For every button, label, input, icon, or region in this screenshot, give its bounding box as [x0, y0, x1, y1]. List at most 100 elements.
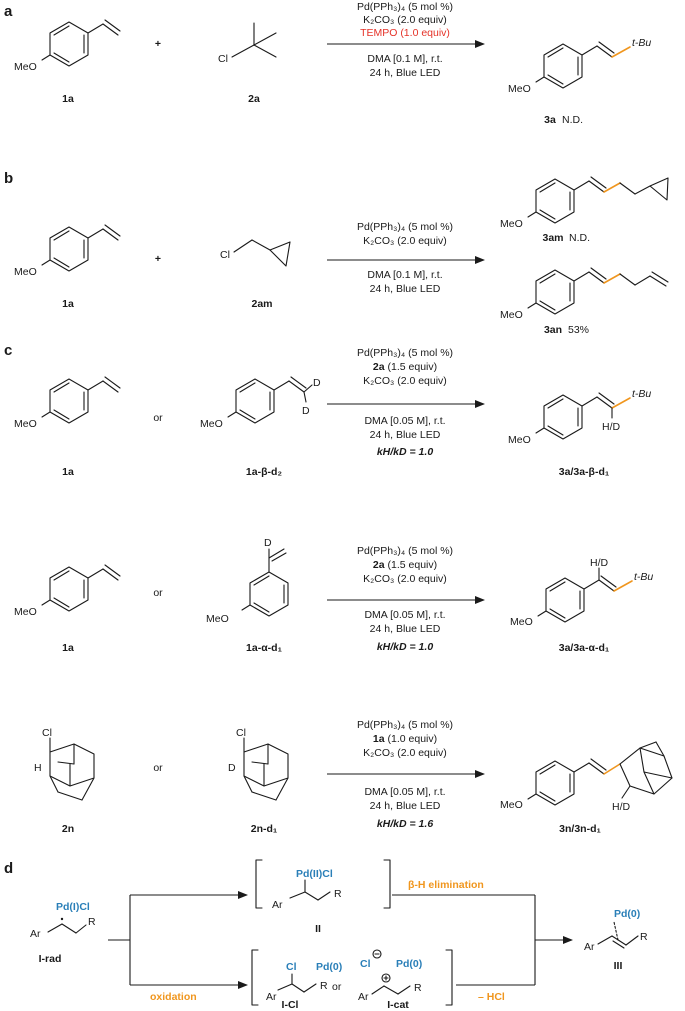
section-label-a: a — [4, 3, 13, 20]
kie-value: kH/kD = 1.6 — [377, 818, 433, 830]
molecule-1a — [41, 224, 121, 272]
compound-label-3am: 3am — [542, 232, 563, 244]
compound-label-2a: 2a — [248, 93, 260, 105]
condition-base: K₂CO₃ (2.0 equiv) — [363, 375, 447, 387]
compound-label-3n: 3n/3n-d₁ — [559, 823, 601, 835]
reagent-2a: 2a — [373, 559, 385, 571]
kie-value: kH/kD = 1.0 — [377, 641, 433, 653]
molecule-2n — [49, 737, 95, 801]
bracket-right — [445, 949, 453, 1006]
molecule-1a-beta-d2 — [227, 376, 313, 424]
condition-base: K₂CO₃ (2.0 equiv) — [363, 747, 447, 759]
compound-label-3a-alpha-d1: 3a/3a-α-d₁ — [559, 642, 609, 654]
meo-label: MeO — [200, 418, 223, 430]
minus-hcl-label: – HCl — [478, 991, 505, 1003]
molecule-iii — [597, 921, 639, 949]
condition-base: K₂CO₃ (2.0 equiv) — [363, 573, 447, 585]
pd2cl-label: Pd(II)Cl — [296, 868, 333, 880]
beta-elimination-label: β-H elimination — [408, 879, 484, 891]
condition-time: 24 h, Blue LED — [370, 429, 441, 441]
condition-base: K₂CO₃ (2.0 equiv) — [363, 235, 447, 247]
section-label-c: c — [4, 342, 12, 359]
compound-label-1a: 1a — [62, 93, 74, 105]
bracket-right — [383, 859, 391, 909]
ar-label: Ar — [584, 941, 595, 953]
molecule-3am — [527, 176, 669, 224]
bracket-left — [251, 949, 259, 1006]
reagent-equiv: (1.5 equiv) — [388, 361, 438, 373]
condition-solvent: DMA [0.1 M], r.t. — [367, 53, 442, 65]
compound-label-1a-alpha-d1: 1a-α-d₁ — [246, 642, 282, 654]
compound-label-iii: III — [614, 960, 623, 972]
pd1cl-label: Pd(I)Cl — [56, 901, 90, 913]
oxidation-label: oxidation — [150, 991, 197, 1003]
molecule-2n-d1 — [243, 737, 289, 801]
condition-catalyst: Pd(PPh₃)₄ (5 mol %) — [357, 1, 453, 13]
compound-label-i-cat: I-cat — [387, 999, 409, 1011]
meo-label: MeO — [500, 309, 523, 321]
condition-reagent: 1a (1.0 equiv) — [373, 733, 437, 745]
pd0-label: Pd(0) — [316, 961, 342, 973]
pd0-label: Pd(0) — [614, 908, 640, 920]
h-label: H — [34, 762, 42, 774]
condition-reagent: 2a (1.5 equiv) — [373, 559, 437, 571]
condition-tempo: TEMPO (1.0 equiv) — [360, 27, 450, 39]
molecule-i-cl — [277, 973, 317, 993]
r-label: R — [640, 931, 648, 943]
compound-label-2n: 2n — [62, 823, 74, 835]
pd0-label: Pd(0) — [396, 958, 422, 970]
condition-time: 24 h, Blue LED — [370, 67, 441, 79]
d-label: D — [264, 537, 272, 549]
compound-label-2n-d1: 2n-d₁ — [251, 823, 278, 835]
reagent-2a: 2a — [373, 361, 385, 373]
condition-time: 24 h, Blue LED — [370, 800, 441, 812]
condition-catalyst: Pd(PPh₃)₄ (5 mol %) — [357, 545, 453, 557]
molecule-1a — [41, 376, 121, 424]
compound-label-ii: II — [315, 923, 321, 935]
molecule-2am — [233, 239, 291, 267]
ar-label: Ar — [266, 991, 277, 1003]
bracket-left — [255, 859, 263, 909]
ar-label: Ar — [272, 899, 283, 911]
r-label: R — [414, 982, 422, 994]
cl-label: Cl — [42, 727, 52, 739]
cl-label: Cl — [236, 727, 246, 739]
d-label: D — [228, 762, 236, 774]
cl-minus-label: Cl — [360, 958, 371, 970]
d-label: D — [313, 377, 321, 389]
reagent-equiv: (1.0 equiv) — [388, 733, 438, 745]
molecule-i-cat — [371, 973, 411, 995]
meo-label: MeO — [500, 218, 523, 230]
hd-label: H/D — [612, 801, 631, 813]
molecule-ii — [289, 879, 331, 901]
section-label-b: b — [4, 170, 13, 187]
cl-label: Cl — [286, 961, 297, 973]
molecule-2a — [231, 22, 277, 58]
yield-3am: N.D. — [569, 232, 590, 244]
ar-label: Ar — [30, 928, 41, 940]
molecule-3n — [527, 741, 673, 806]
compound-label-1a: 1a — [62, 642, 74, 654]
r-label: R — [320, 980, 328, 992]
plus-sign: + — [155, 38, 161, 50]
positive-charge-icon — [381, 973, 391, 983]
or-label: or — [332, 981, 342, 993]
molecule-3a-beta-d1 — [535, 392, 631, 440]
condition-catalyst: Pd(PPh₃)₄ (5 mol %) — [357, 347, 453, 359]
d-label: D — [302, 405, 310, 417]
or-label: or — [153, 762, 163, 774]
tbu-label: t-Bu — [632, 37, 651, 49]
condition-catalyst: Pd(PPh₃)₄ (5 mol %) — [357, 719, 453, 731]
meo-label: MeO — [206, 613, 229, 625]
meo-label: MeO — [508, 83, 531, 95]
yield-3a: N.D. — [562, 114, 583, 126]
condition-solvent: DMA [0.05 M], r.t. — [364, 415, 445, 427]
ar-label: Ar — [358, 991, 369, 1003]
compound-label-1a-beta-d2: 1a-β-d₂ — [246, 466, 282, 478]
molecule-1a — [41, 564, 121, 612]
tbu-label: t-Bu — [634, 571, 653, 583]
negative-charge-icon — [372, 949, 382, 959]
compound-label-i-rad: I-rad — [39, 953, 62, 965]
kie-value: kH/kD = 1.0 — [377, 446, 433, 458]
condition-solvent: DMA [0.05 M], r.t. — [364, 786, 445, 798]
